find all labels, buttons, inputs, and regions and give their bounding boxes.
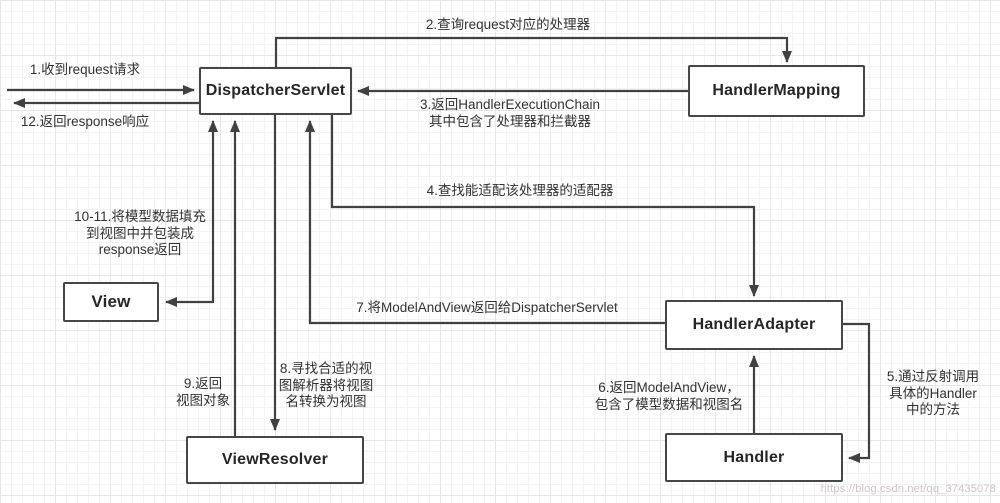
label-step10-11: 10-11.将模型数据填充 到视图中并包装成 response返回 [62,209,218,259]
node-view-resolver: ViewResolver [186,436,364,484]
label-step6: 6.返回ModelAndView， 包含了模型数据和视图名 [582,380,756,413]
label-step4: 4.查找能适配该处理器的适配器 [412,183,628,200]
arrow-step5-invoke-handler [843,322,871,463]
label-step8-line3: 名转换为视图 [285,394,367,409]
label-step10-11-line1: 10-11.将模型数据填充 [74,209,206,224]
label-step6-line1: 6.返回ModelAndView， [598,380,740,395]
arrow-step2-to-handlermapping [274,36,792,67]
label-step9-line2: 视图对象 [176,392,230,408]
label-step4-line1: 4.查找能适配该处理器的适配器 [426,183,614,198]
label-step12: 12.返回response响应 [8,114,162,131]
node-view: View [63,282,159,322]
label-step3-line2: 其中包含了处理器和拦截器 [429,113,591,129]
label-step1: 1.收到request请求 [20,62,150,79]
node-dispatcher-servlet: DispatcherServlet [199,67,352,115]
node-handler: Handler [665,433,843,482]
label-step5-line3: 中的方法 [906,402,960,417]
label-step5-line1: 5.通过反射调用 [886,369,980,384]
label-step7: 7.将ModelAndView返回给DispatcherServlet [338,300,636,317]
label-step5-line2: 具体的Handler [889,385,977,401]
label-step8-line1: 8.寻找合适的视 [279,361,373,376]
label-step8-line2: 图解析器将视图 [278,377,374,393]
label-step8: 8.寻找合适的视 图解析器将视图 名转换为视图 [269,361,383,411]
label-step7-line1: 7.将ModelAndView返回给DispatcherServlet [356,300,618,315]
label-step2: 2.查询request对应的处理器 [416,17,600,34]
label-step10-11-line2: 到视图中并包装成 [86,225,194,241]
label-step6-line2: 包含了模型数据和视图名 [594,396,744,412]
arrow-step4-to-handleradapter [330,115,759,297]
label-step3: 3.返回HandlerExecutionChain 其中包含了处理器和拦截器 [410,97,610,130]
label-step12-line1: 12.返回response响应 [20,114,150,129]
label-step10-11-line3: response返回 [98,242,182,257]
node-handler-adapter: HandlerAdapter [665,300,843,350]
label-step2-line1: 2.查询request对应的处理器 [425,17,591,32]
csdn-watermark: https://blog.csdn.net/qq_37435078 [820,483,996,495]
label-step5: 5.通过反射调用 具体的Handler 中的方法 [876,369,990,419]
label-step3-line1: 3.返回HandlerExecutionChain [419,97,601,112]
node-handler-mapping: HandlerMapping [688,65,865,117]
arrow-step7-to-dispatcher [305,120,665,325]
label-step9-line1: 9.返回 [183,376,223,391]
label-step9: 9.返回 视图对象 [165,376,241,409]
label-step1-line1: 1.收到request请求 [29,62,141,77]
